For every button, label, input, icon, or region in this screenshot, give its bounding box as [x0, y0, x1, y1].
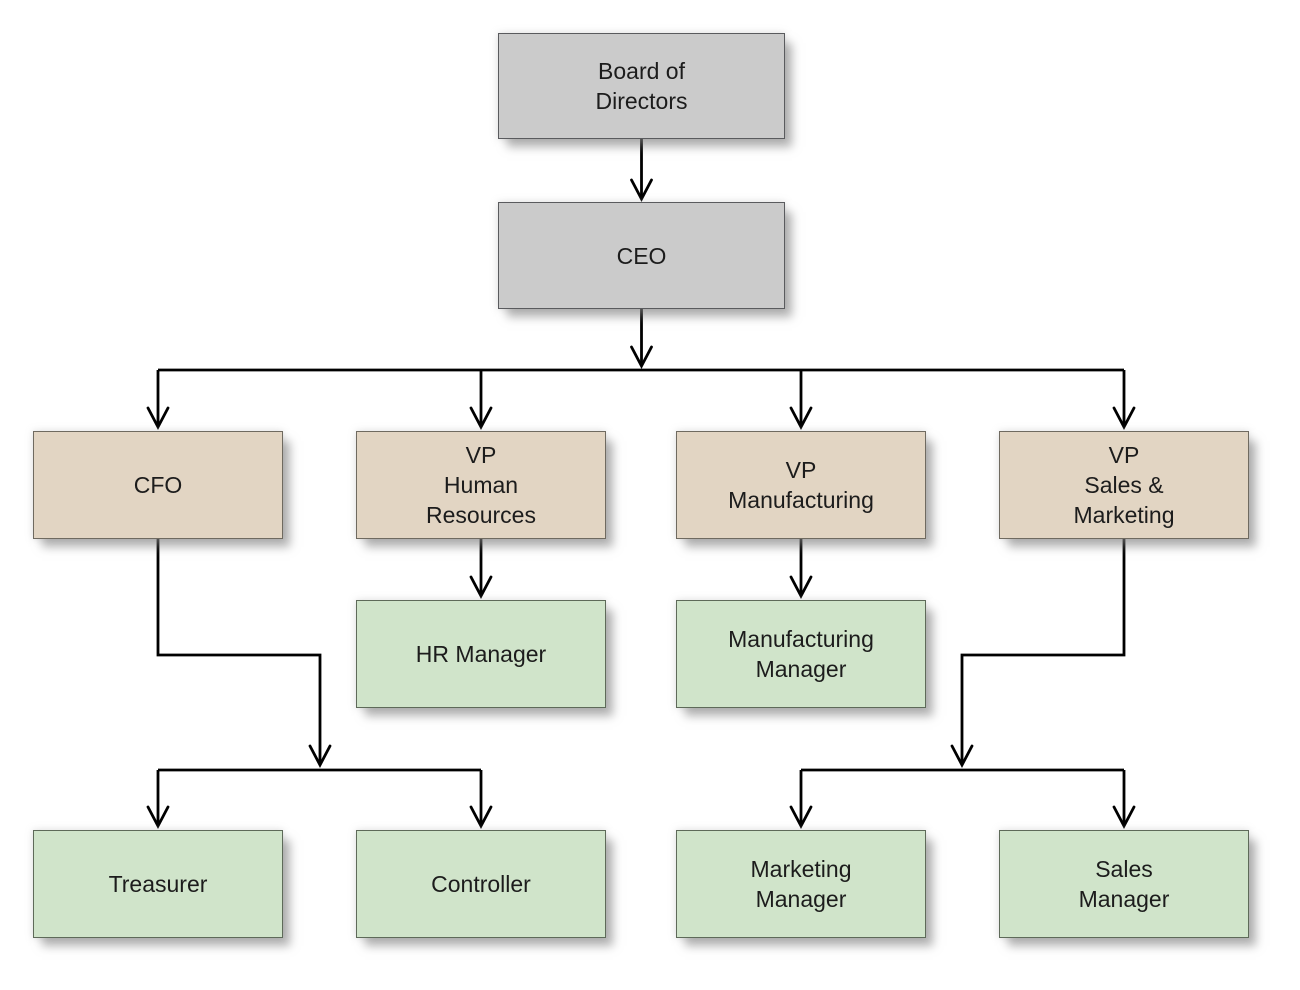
node-label: Treasurer — [108, 871, 208, 897]
org-node-hr-manager: HR Manager — [356, 600, 606, 708]
org-node-treasurer: Treasurer — [33, 830, 283, 938]
org-node-vp-sales-marketing: VP Sales & Marketing — [999, 431, 1249, 539]
org-node-cfo: CFO — [33, 431, 283, 539]
node-label: VP Sales & Marketing — [1073, 442, 1175, 528]
org-node-sales-manager: Sales Manager — [999, 830, 1249, 938]
org-node-vp-human-resources: VP Human Resources — [356, 431, 606, 539]
org-node-manufacturing-manager: Manufacturing Manager — [676, 600, 926, 708]
org-node-board-of-directors: Board of Directors — [498, 33, 785, 139]
node-label: VP Human Resources — [426, 442, 536, 528]
org-node-marketing-manager: Marketing Manager — [676, 830, 926, 938]
org-node-controller: Controller — [356, 830, 606, 938]
node-label: Marketing Manager — [750, 856, 852, 912]
org-node-vp-manufacturing: VP Manufacturing — [676, 431, 926, 539]
node-label: CFO — [133, 472, 183, 498]
edge-vp-sales-marketing-elbow — [950, 539, 1126, 769]
node-label: HR Manager — [415, 641, 547, 667]
node-label: Controller — [431, 871, 531, 897]
org-node-ceo: CEO — [498, 202, 785, 309]
node-label: Board of Directors — [595, 58, 688, 114]
node-label: VP Manufacturing — [728, 457, 874, 513]
node-label: Sales Manager — [1078, 856, 1170, 912]
node-label: Manufacturing Manager — [728, 626, 874, 682]
edge-cfo-elbow — [156, 539, 332, 769]
node-label: CEO — [616, 242, 667, 269]
